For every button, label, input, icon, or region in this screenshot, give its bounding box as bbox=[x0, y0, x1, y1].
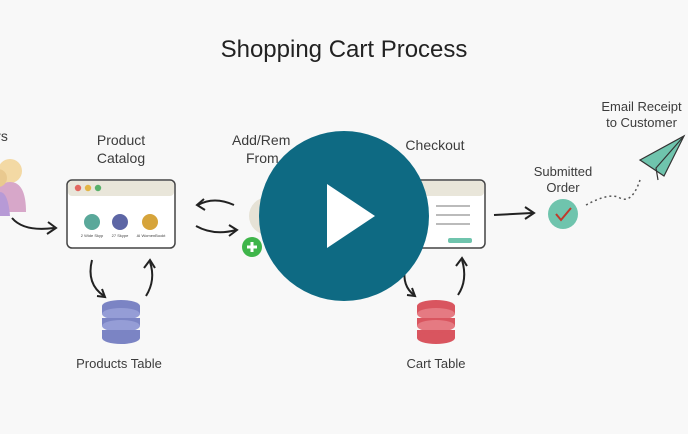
product-catalog-label-line1: Product bbox=[96, 132, 146, 148]
check-icon bbox=[548, 199, 578, 229]
catalog-item-label: 27 Skype bbox=[111, 233, 129, 238]
product-catalog-label-line2: Catalog bbox=[96, 150, 146, 166]
product-catalog-window bbox=[66, 179, 176, 249]
arrow-checkout-to-submitted bbox=[493, 212, 533, 216]
user-icon bbox=[0, 159, 26, 216]
products-table-label: Products Table bbox=[76, 356, 162, 371]
email-receipt-label-line1: Email Receipt bbox=[601, 99, 682, 114]
dotted-path-to-email bbox=[585, 179, 641, 206]
add-remove-label-line1: Add/Rem bbox=[232, 132, 291, 148]
email-receipt-label-line2: to Customer bbox=[606, 115, 677, 130]
arrow-products-table-to-catalog bbox=[145, 261, 154, 297]
users-label: rs bbox=[0, 128, 8, 144]
database-icon bbox=[102, 300, 140, 344]
cart-table-label: Cart Table bbox=[406, 356, 466, 371]
submitted-order-label-line1: Submitted bbox=[533, 164, 593, 179]
catalog-item-label: 2 Wide Skyp bbox=[80, 233, 104, 238]
add-remove-label-line2: From bbox=[246, 150, 279, 166]
play-icon bbox=[327, 184, 375, 248]
checkout-label: Checkout bbox=[405, 137, 465, 153]
submitted-order-label-line2: Order bbox=[546, 180, 580, 195]
play-button[interactable] bbox=[259, 131, 429, 301]
arrow-users-to-catalog bbox=[11, 217, 55, 230]
diagram-title: Shopping Cart Process bbox=[220, 36, 468, 63]
arrow-add-remove-to-catalog bbox=[197, 199, 235, 206]
catalog-item-label: AI WomenBookt bbox=[136, 233, 166, 238]
arrow-catalog-to-add-remove bbox=[195, 225, 237, 234]
arrow-cart-table-to-checkout bbox=[457, 259, 466, 296]
arrow-catalog-to-products-table bbox=[89, 259, 105, 297]
paper-plane-icon bbox=[638, 134, 686, 181]
database-icon bbox=[417, 300, 455, 344]
plus-icon bbox=[242, 237, 262, 257]
